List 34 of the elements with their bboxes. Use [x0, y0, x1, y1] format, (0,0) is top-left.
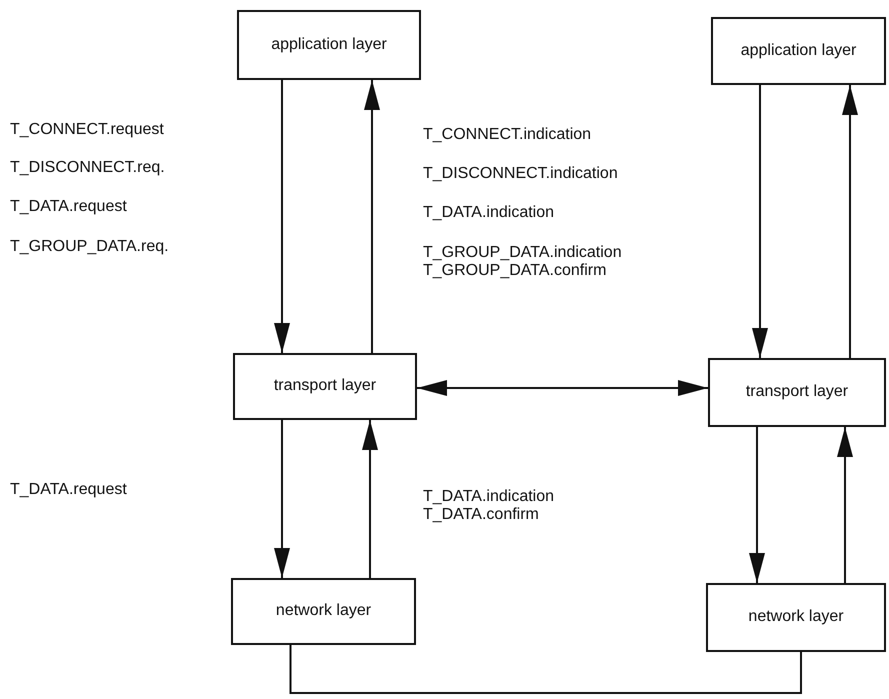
layer-box — [231, 578, 416, 645]
service-primitive: T_CONNECT.request — [10, 122, 164, 138]
service-primitive: T_DATA.indication — [423, 205, 554, 221]
service-primitive: T_DATA.confirm — [423, 507, 539, 523]
service-primitive: T_GROUP_DATA.req. — [10, 239, 169, 255]
layer-name: application layer — [270, 34, 388, 55]
layer-box — [233, 353, 417, 420]
layer-box — [706, 583, 886, 652]
service-primitive: T_DATA.request — [10, 482, 127, 498]
arrow — [842, 85, 858, 358]
arrow — [749, 427, 765, 583]
layer-name: network layer — [747, 607, 845, 628]
layer-box — [711, 17, 886, 85]
service-primitive: T_GROUP_DATA.confirm — [423, 263, 606, 279]
layer-name: application layer — [740, 40, 858, 61]
service-primitive: T_DATA.indication — [423, 489, 554, 505]
arrow — [274, 80, 290, 353]
connector-line — [290, 645, 802, 694]
arrow — [364, 80, 380, 353]
layer-box — [708, 358, 886, 427]
layer-name: network layer — [274, 601, 372, 622]
service-primitive: T_DISCONNECT.indication — [423, 166, 618, 182]
layer-name: transport layer — [272, 376, 378, 396]
service-primitive: T_GROUP_DATA.indication — [423, 245, 622, 261]
arrow — [837, 427, 853, 583]
arrow — [752, 85, 768, 358]
arrow — [417, 380, 708, 396]
layer-name: transport layer — [744, 382, 850, 402]
layer-box — [237, 10, 421, 80]
arrow — [362, 420, 378, 578]
arrow — [274, 420, 290, 578]
service-primitive: T_CONNECT.indication — [423, 127, 592, 143]
service-primitive: T_DATA.request — [10, 199, 127, 215]
service-primitive: T_DISCONNECT.req. — [10, 160, 165, 176]
